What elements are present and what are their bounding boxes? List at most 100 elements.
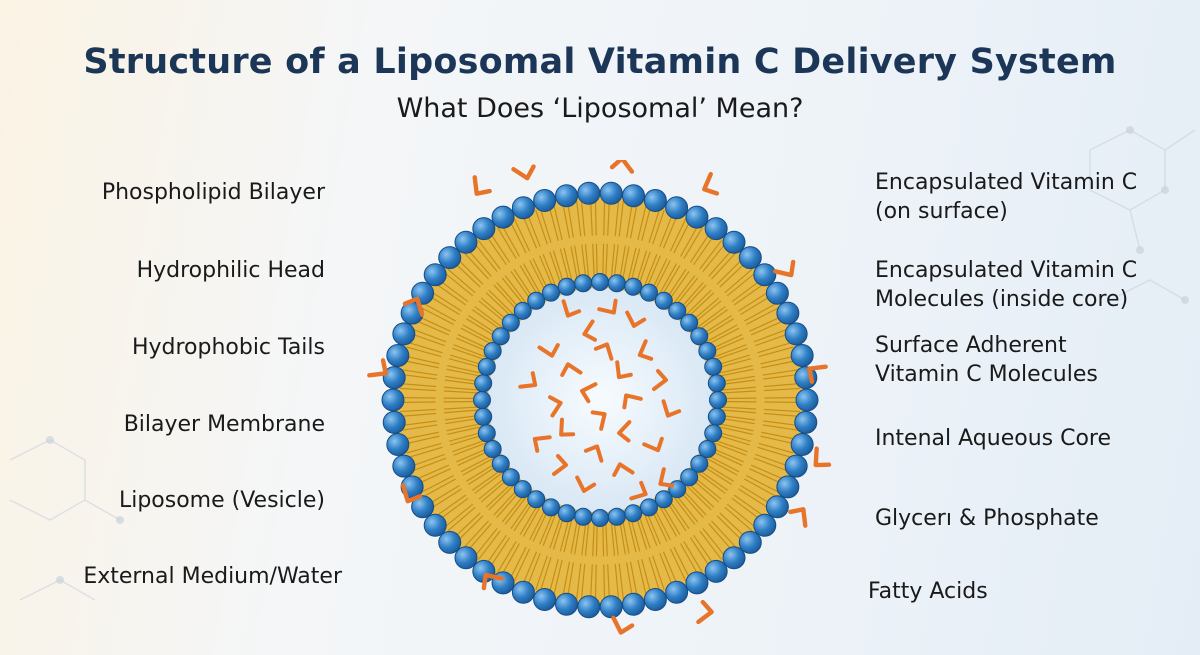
tail-strand xyxy=(581,520,587,556)
vitamin-c-molecule xyxy=(402,296,425,317)
tail-strand xyxy=(581,244,587,280)
tail-strand xyxy=(456,447,489,463)
tail-strand xyxy=(539,556,552,592)
tail-strand xyxy=(659,505,677,537)
vitamin-c-molecule xyxy=(472,175,492,196)
tail-strand xyxy=(675,277,699,306)
tail-strand xyxy=(443,386,480,391)
tail-strand xyxy=(702,465,732,485)
tail-strand xyxy=(652,209,665,245)
tail-strand xyxy=(563,247,573,282)
tail-strand xyxy=(535,555,548,591)
hydrophilic-head xyxy=(513,480,532,499)
hydrophilic-head xyxy=(574,274,593,293)
tail-strand xyxy=(738,291,769,312)
hydrophilic-head xyxy=(640,498,659,517)
hydrophilic-head xyxy=(491,454,510,473)
tail-strand xyxy=(406,346,442,358)
tail-strand xyxy=(448,431,483,442)
tail-strand xyxy=(614,200,620,237)
vitamin-c-molecule xyxy=(696,599,714,625)
tail-strand xyxy=(421,475,454,493)
tail-strand xyxy=(404,435,440,445)
tail-strand xyxy=(706,457,738,476)
tail-strand xyxy=(719,512,747,538)
hydrophilic-head xyxy=(392,322,416,346)
tail-strand xyxy=(453,512,481,538)
tail-strand xyxy=(724,269,753,294)
tail-strand xyxy=(703,318,734,338)
tail-strand xyxy=(755,333,790,347)
tail-strand xyxy=(443,409,480,414)
tail-strand xyxy=(510,271,532,301)
tail-strand xyxy=(574,519,581,555)
tail-strand xyxy=(539,511,554,545)
tail-strand xyxy=(661,265,681,296)
tail-strand xyxy=(605,521,608,557)
hydrophilic-head xyxy=(483,440,502,459)
tail-strand xyxy=(673,275,696,304)
tail-strand xyxy=(522,214,537,249)
tail-strand xyxy=(758,346,794,358)
tail-strand xyxy=(618,563,624,600)
tail-strand xyxy=(594,564,597,601)
hydrophilic-head xyxy=(790,432,814,456)
hydrophilic-head xyxy=(690,327,709,346)
tail-strand xyxy=(453,344,487,358)
tail-strand xyxy=(716,258,743,285)
hydrophilic-head xyxy=(654,490,673,509)
tail-strand xyxy=(595,521,598,557)
tail-strand xyxy=(720,379,756,386)
hydrophilic-head xyxy=(698,440,717,459)
tail-strand xyxy=(501,277,525,306)
tail-strand xyxy=(602,243,605,279)
tail-strand xyxy=(688,483,715,508)
tail-strand xyxy=(562,202,571,239)
vitamin-c-molecule xyxy=(560,362,583,377)
tail-strand xyxy=(481,478,509,503)
hydrophilic-head xyxy=(621,592,645,616)
vitamin-c-molecule xyxy=(637,339,654,361)
tail-strand xyxy=(716,515,743,542)
tail-strand xyxy=(717,431,752,442)
tail-strand xyxy=(651,258,668,291)
vitamin-c-molecule xyxy=(642,436,664,453)
tail-strand xyxy=(711,520,737,548)
tail-strand xyxy=(718,426,753,435)
tail-strand xyxy=(760,435,796,445)
tail-strand xyxy=(755,453,790,467)
tail-strand xyxy=(610,520,616,556)
tail-strand xyxy=(519,504,539,535)
tail-strand xyxy=(727,503,756,528)
label-vitamin-c-core: Encapsulated Vitamin C Molecules (inside… xyxy=(875,258,1138,312)
tail-strand xyxy=(553,559,563,596)
tail-strand xyxy=(661,504,681,535)
tail-strand xyxy=(504,496,527,525)
tail-strand xyxy=(431,488,462,509)
tail-strand xyxy=(553,204,563,241)
tail-strand xyxy=(592,243,595,279)
hydrophilic-head xyxy=(392,454,416,478)
tail-strand xyxy=(720,414,756,421)
tail-strand xyxy=(444,414,480,421)
tail-strand xyxy=(410,333,445,347)
tail-strand xyxy=(613,520,619,556)
page-title: Structure of a Liposomal Vitamin C Deliv… xyxy=(83,42,1117,82)
tail-strand xyxy=(567,202,574,238)
tail-strand xyxy=(699,240,722,270)
tail-strand xyxy=(680,225,699,257)
label-external-medium: External Medium/Water xyxy=(83,564,342,589)
hydrophilic-head xyxy=(784,454,808,478)
tail-strand xyxy=(496,491,521,518)
tail-strand xyxy=(460,327,493,345)
tail-strand xyxy=(509,220,527,254)
tail-strand xyxy=(613,244,619,280)
tail-strand xyxy=(666,501,687,531)
tail-strand xyxy=(523,263,541,295)
tail-strand xyxy=(481,297,509,322)
tail-strand xyxy=(444,503,473,528)
tail-strand xyxy=(749,468,783,485)
tail-strand xyxy=(746,475,779,493)
tail-strand xyxy=(637,559,647,596)
vitamin-c-molecule xyxy=(561,299,582,318)
